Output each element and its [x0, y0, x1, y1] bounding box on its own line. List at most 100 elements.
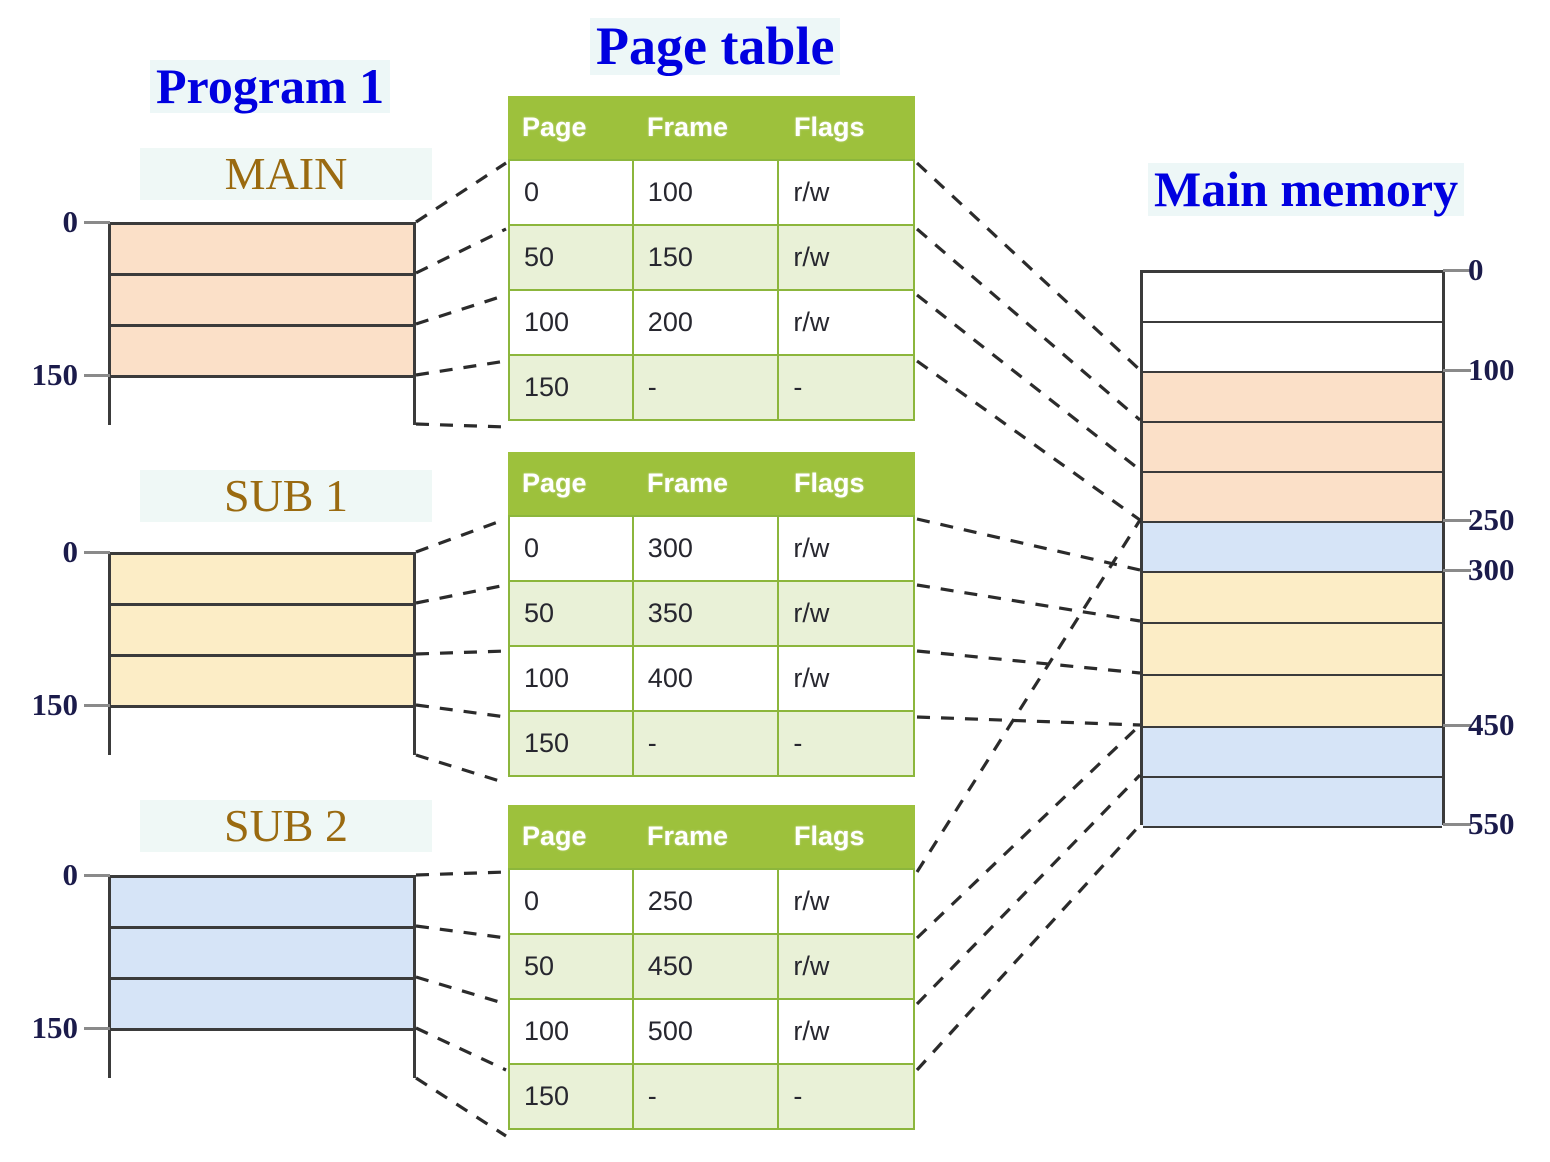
page-table-main: Page Frame Flags 0 100 r/w 50 150 r/w 10… — [508, 96, 915, 421]
program-block-main — [108, 222, 416, 428]
table-row: 150 - - — [508, 1065, 915, 1130]
cell-page: 0 — [510, 517, 634, 580]
program-addr-mid: 150 — [31, 1010, 79, 1045]
connectors-main-to-table — [415, 161, 507, 429]
cell-frame: - — [634, 712, 780, 775]
cell-page: 0 — [510, 870, 634, 933]
addr-tick — [1443, 269, 1471, 272]
column-header-flags: Flags — [794, 821, 865, 851]
table-row: 50 350 r/w — [508, 582, 915, 647]
memory-addr-250: 250 — [1468, 502, 1515, 537]
table-row: 0 250 r/w — [508, 868, 915, 935]
memory-addr-100: 100 — [1468, 352, 1515, 387]
program-row — [111, 929, 413, 980]
cell-frame: - — [634, 1065, 780, 1128]
program-row — [111, 225, 413, 276]
column-header-frame: Frame — [647, 112, 729, 142]
memory-addr-0: 0 — [1468, 252, 1484, 287]
program-addr-top: 0 — [62, 857, 79, 892]
addr-tick — [1443, 519, 1471, 522]
page-table-sub2: Page Frame Flags 0 250 r/w 50 450 r/w 10… — [508, 805, 915, 1130]
cell-page: 50 — [510, 935, 634, 998]
addr-tick — [84, 874, 110, 877]
memory-addr-450: 450 — [1468, 707, 1515, 742]
program-block-sub2 — [108, 875, 416, 1081]
addr-tick — [1443, 823, 1471, 826]
column-header-flags: Flags — [794, 112, 865, 142]
program-caption-main: MAIN — [140, 148, 432, 201]
memory-frame — [1143, 728, 1442, 778]
program-row — [111, 327, 413, 378]
connectors-sub1-to-table — [415, 517, 507, 785]
program-addr-mid: 150 — [31, 357, 79, 392]
cell-frame: 400 — [634, 647, 780, 710]
memory-frame — [1143, 323, 1442, 373]
cell-flags: r/w — [793, 307, 830, 337]
memory-frame — [1143, 373, 1442, 423]
table-row: 100 200 r/w — [508, 291, 915, 356]
page-table-sub1: Page Frame Flags 0 300 r/w 50 350 r/w 10… — [508, 452, 915, 777]
cell-frame: 150 — [634, 226, 780, 289]
addr-tick — [84, 374, 110, 377]
column-header-frame: Frame — [647, 821, 729, 851]
program-caption-sub2: SUB 2 — [140, 800, 432, 853]
main-memory-block — [1140, 270, 1445, 828]
cell-flags: r/w — [793, 1016, 830, 1046]
memory-frame — [1143, 473, 1442, 523]
addr-tick — [1443, 569, 1471, 572]
addr-tick — [84, 704, 110, 707]
addr-tick — [1443, 724, 1471, 727]
connectors-table-sub1-to-memory — [916, 517, 1141, 727]
table-row: 50 450 r/w — [508, 935, 915, 1000]
program-addr-top: 0 — [62, 534, 79, 569]
table-row: 50 150 r/w — [508, 226, 915, 291]
table-row: 0 100 r/w — [508, 159, 915, 226]
addr-tick — [1443, 369, 1471, 372]
program-row — [111, 878, 413, 929]
cell-frame: 250 — [634, 870, 780, 933]
cell-flags: - — [793, 1081, 803, 1111]
cell-flags: - — [793, 728, 803, 758]
table-row: 100 500 r/w — [508, 1000, 915, 1065]
table-row: 0 300 r/w — [508, 515, 915, 582]
program-row — [111, 980, 413, 1031]
cell-flags: r/w — [793, 951, 830, 981]
memory-addr-550: 550 — [1468, 806, 1515, 841]
program-row — [111, 657, 413, 708]
cell-frame: 100 — [634, 161, 780, 224]
column-header-frame: Frame — [647, 468, 729, 498]
cell-page: 0 — [510, 161, 634, 224]
program-row — [111, 1031, 413, 1081]
memory-frame — [1143, 676, 1442, 728]
program-row — [111, 276, 413, 327]
column-header-page: Page — [522, 468, 587, 498]
cell-page: 100 — [510, 291, 634, 354]
addr-tick — [84, 551, 110, 554]
page-table-header: Page Frame Flags — [508, 805, 915, 868]
cell-page: 50 — [510, 582, 634, 645]
page-table-title: Page table — [590, 18, 841, 75]
cell-page: 150 — [510, 356, 634, 419]
program-title: Program 1 — [150, 60, 391, 113]
program-caption-sub1: SUB 1 — [140, 470, 432, 523]
column-header-page: Page — [522, 821, 587, 851]
program-block-sub1 — [108, 552, 416, 758]
cell-frame: 200 — [634, 291, 780, 354]
memory-frame — [1143, 273, 1442, 323]
table-row: 150 - - — [508, 712, 915, 777]
program-row — [111, 606, 413, 657]
main-memory-title: Main memory — [1148, 163, 1465, 216]
program-row — [111, 555, 413, 606]
page-table-header: Page Frame Flags — [508, 96, 915, 159]
cell-page: 50 — [510, 226, 634, 289]
page-table-header: Page Frame Flags — [508, 452, 915, 515]
memory-frame — [1143, 423, 1442, 473]
program-addr-mid: 150 — [31, 687, 79, 722]
program-row — [111, 378, 413, 428]
connectors-table-sub2-to-memory — [915, 519, 1142, 1072]
addr-tick — [84, 221, 110, 224]
cell-frame: 500 — [634, 1000, 780, 1063]
cell-page: 150 — [510, 1065, 634, 1128]
cell-flags: r/w — [793, 663, 830, 693]
